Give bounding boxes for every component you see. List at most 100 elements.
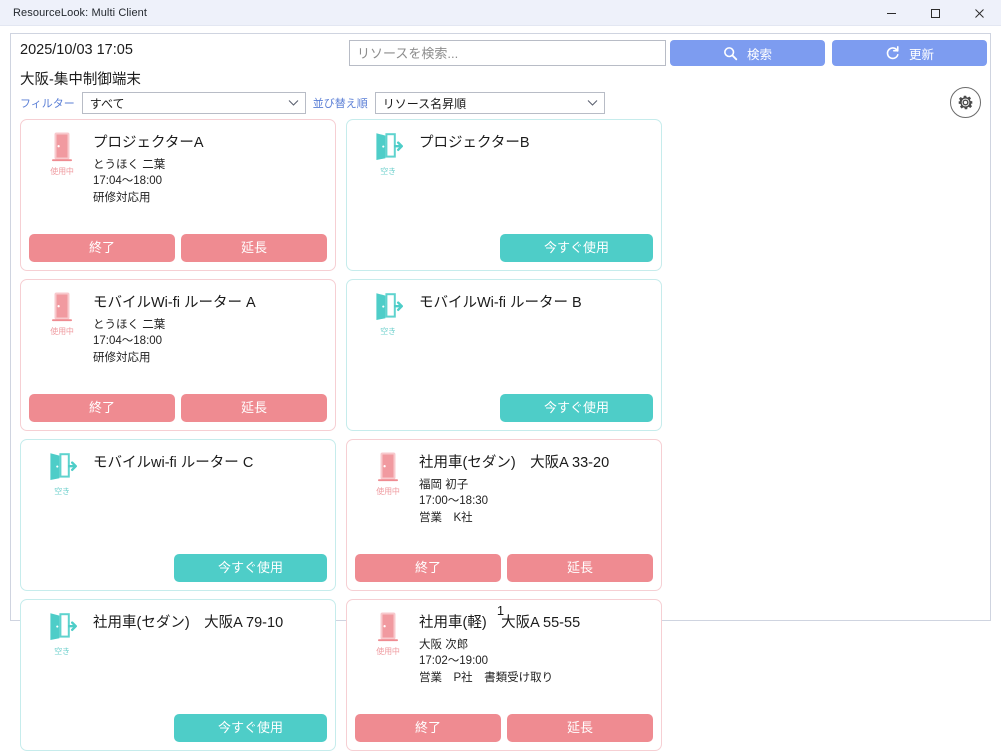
extend-button[interactable]: 延長: [507, 554, 653, 582]
card-status: 使用中: [31, 130, 93, 234]
filter-sort-row: フィルター すべて 並び替え順 リソース名昇順: [20, 92, 605, 114]
status-badge: 空き: [54, 487, 70, 496]
resource-name: 社用車(軽) 大阪A 55-55: [419, 615, 581, 631]
card-time: 17:00〜18:30: [419, 495, 489, 508]
resource-name: プロジェクターA: [93, 135, 204, 151]
resource-name: モバイルWi-fi ルーター B: [419, 295, 582, 311]
card-body: 空き プロジェクターB: [347, 120, 661, 234]
card-time: 17:04〜18:00: [93, 335, 163, 348]
maximize-button[interactable]: [913, 0, 957, 26]
card-time: 17:02〜19:00: [419, 655, 489, 668]
use-now-button[interactable]: 今すぐ使用: [500, 234, 653, 262]
maximize-icon: [930, 8, 940, 18]
extend-button[interactable]: 延長: [181, 234, 327, 262]
card-actions: 終了延長: [347, 554, 661, 590]
resource-card[interactable]: 使用中プロジェクターA とうほく 二葉 17:04〜18:00 研修対応用終了延長: [20, 119, 336, 271]
resource-card[interactable]: 空き 社用車(セダン) 大阪A 79-10 今すぐ使用: [20, 599, 336, 751]
card-status: 空き: [357, 290, 419, 394]
sort-label: 並び替え順: [312, 98, 368, 110]
close-button[interactable]: [957, 0, 1001, 26]
door-closed-icon: [378, 452, 398, 482]
card-actions: 今すぐ使用: [21, 554, 335, 590]
close-icon: [974, 8, 984, 18]
use-now-button[interactable]: 今すぐ使用: [500, 394, 653, 422]
use-now-button[interactable]: 今すぐ使用: [174, 714, 327, 742]
resource-card[interactable]: 空き プロジェクターB 今すぐ使用: [346, 119, 662, 271]
card-info: 社用車(セダン) 大阪A 79-10: [93, 610, 325, 714]
resource-name: 社用車(セダン) 大阪A 79-10: [93, 615, 284, 631]
end-button[interactable]: 終了: [355, 554, 501, 582]
card-user: とうほく 二葉: [93, 159, 166, 171]
resource-card[interactable]: 使用中 社用車(軽) 大阪A 55-55 大阪 次郎 17:02〜19:00 営業 P社…: [346, 599, 662, 751]
minimize-button[interactable]: [869, 0, 913, 26]
card-info: 社用車(軽) 大阪A 55-55 大阪 次郎 17:02〜19:00 営業 P社 書類…: [419, 610, 651, 714]
card-info: 社用車(セダン) 大阪A 33-20 福岡 初子 17:00〜18:30 営業 K社: [419, 450, 651, 554]
end-button[interactable]: 終了: [355, 714, 501, 742]
card-actions: 終了延長: [21, 394, 335, 430]
sort-select[interactable]: リソース名昇順: [374, 92, 605, 114]
extend-button[interactable]: 延長: [507, 714, 653, 742]
card-purpose: 営業 P社 書類受け取り: [419, 671, 554, 684]
door-open-icon: [376, 133, 403, 160]
card-info: プロジェクターB: [419, 130, 651, 234]
filter-label: フィルター: [20, 98, 75, 110]
door-closed-icon: [52, 292, 72, 322]
status-badge: 空き: [380, 167, 396, 176]
search-button-label: 検索: [746, 47, 772, 62]
status-badge: 空き: [380, 327, 396, 336]
card-user: 福岡 初子: [419, 479, 469, 491]
card-user: 大阪 次郎: [419, 639, 469, 651]
refresh-button-label: 更新: [908, 47, 934, 62]
resource-card[interactable]: 使用中 社用車(セダン) 大阪A 33-20 福岡 初子 17:00〜18:30 営業 …: [346, 439, 662, 591]
app-frame: 2025/10/03 17:05 大阪-集中制御端末 検索 更新 フィルター す…: [10, 33, 991, 751]
use-now-button[interactable]: 今すぐ使用: [174, 554, 327, 582]
end-button[interactable]: 終了: [29, 394, 175, 422]
card-body: 使用中 社用車(セダン) 大阪A 33-20 福岡 初子 17:00〜18:30 営業 …: [347, 440, 661, 554]
card-status: 空き: [357, 130, 419, 234]
window-controls: [869, 0, 1001, 25]
page-indicator: 1: [496, 603, 505, 618]
status-badge: 使用中: [376, 647, 400, 656]
card-info: プロジェクターA とうほく 二葉 17:04〜18:00 研修対応用: [93, 130, 325, 234]
settings-button[interactable]: [950, 87, 981, 118]
search-button[interactable]: 検索: [670, 40, 825, 66]
card-body: 空き モバイルWi-fi ルーター B: [347, 280, 661, 394]
card-actions: 今すぐ使用: [21, 714, 335, 750]
window-title: ResourceLook: Multi Client: [13, 6, 148, 19]
current-datetime: 2025/10/03 17:05: [20, 42, 133, 58]
card-actions: 終了延長: [21, 234, 335, 270]
refresh-button[interactable]: 更新: [832, 40, 987, 66]
window-titlebar: ResourceLook: Multi Client: [0, 0, 1001, 26]
resource-card[interactable]: 空き モバイルwi-fi ルーター C 今すぐ使用: [20, 439, 336, 591]
filter-select-value: すべて: [89, 96, 125, 111]
resource-card[interactable]: 空き モバイルWi-fi ルーター B 今すぐ使用: [346, 279, 662, 431]
resource-name: プロジェクターB: [419, 135, 530, 151]
card-body: 空き モバイルwi-fi ルーター C: [21, 440, 335, 554]
card-info: モバイルWi-fi ルーター B: [419, 290, 651, 394]
status-badge: 空き: [54, 647, 70, 656]
door-open-icon: [376, 293, 403, 320]
refresh-icon: [886, 45, 899, 59]
card-purpose: 営業 K社: [419, 511, 473, 524]
door-closed-icon: [52, 132, 72, 162]
card-info: モバイルwi-fi ルーター C: [93, 450, 325, 554]
status-badge: 使用中: [50, 327, 74, 336]
card-body: 使用中プロジェクターA とうほく 二葉 17:04〜18:00 研修対応用: [21, 120, 335, 234]
card-actions: 今すぐ使用: [347, 394, 661, 430]
extend-button[interactable]: 延長: [181, 394, 327, 422]
card-time: 17:04〜18:00: [93, 175, 163, 188]
search-input[interactable]: [349, 40, 666, 66]
end-button[interactable]: 終了: [29, 234, 175, 262]
filter-select[interactable]: すべて: [81, 92, 306, 114]
card-user: とうほく 二葉: [93, 319, 166, 331]
resource-name: モバイルwi-fi ルーター C: [93, 455, 254, 471]
card-status: 空き: [31, 610, 93, 714]
resource-name: 社用車(セダン) 大阪A 33-20: [419, 455, 610, 471]
status-badge: 使用中: [376, 487, 400, 496]
card-purpose: 研修対応用: [93, 191, 151, 204]
card-status: 使用中: [357, 450, 419, 554]
